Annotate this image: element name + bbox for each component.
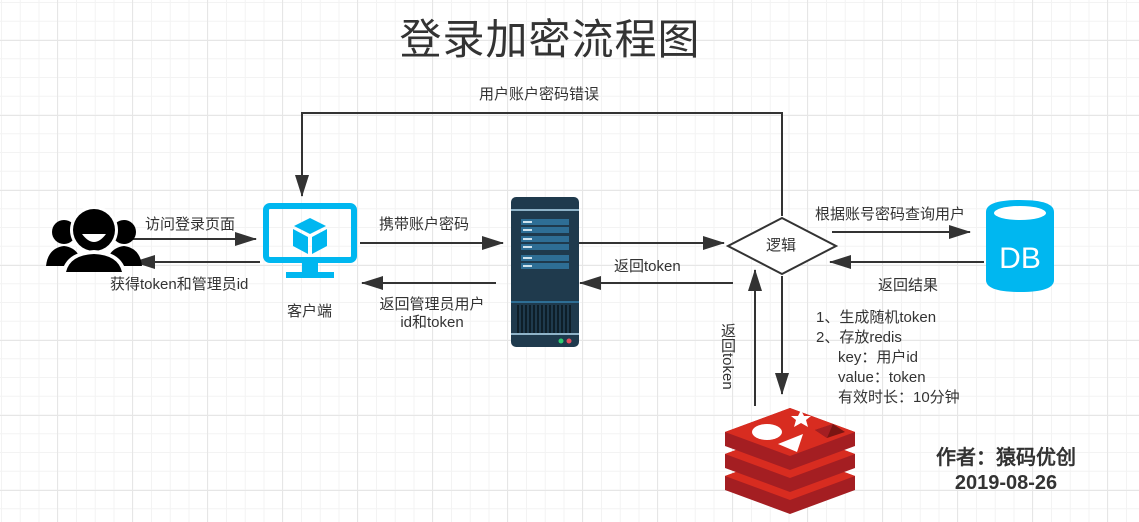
diagram-title: 登录加密流程图 xyxy=(399,16,701,63)
db-label: DB xyxy=(999,242,1041,275)
edge-label-return-result: 返回结果 xyxy=(878,277,939,294)
edge-label-carry-credentials: 携带账户密码 xyxy=(379,216,470,233)
edge-label-get-token: 获得token和管理员id xyxy=(110,276,249,293)
edge-label-return-token-redis: 返回token xyxy=(719,323,736,390)
step-1: 1、生成随机token xyxy=(816,309,937,326)
edge-wrong-credentials xyxy=(295,112,783,216)
step-ttl: 有效时长：10分钟 xyxy=(838,389,960,406)
db-node[interactable]: DB xyxy=(984,200,1056,292)
author-block: 作者：猿码优创 2019-08-26 xyxy=(928,446,1084,496)
users-node[interactable] xyxy=(44,202,144,274)
redis-steps-note: 1、生成随机token 2、存放redis key：用户id value：tok… xyxy=(816,308,960,408)
redis-logo-icon xyxy=(725,408,855,514)
server-node[interactable] xyxy=(511,197,579,347)
redis-node[interactable] xyxy=(723,402,857,516)
logic-node[interactable]: 逻辑 xyxy=(725,216,839,276)
server-rack-icon xyxy=(511,197,579,347)
monitor-cube-icon xyxy=(263,203,357,278)
client-label: 客户端 xyxy=(287,303,333,320)
edge-label-return-admin: 返回管理员用户 id和token xyxy=(375,296,489,332)
step-2: 2、存放redis xyxy=(816,329,902,346)
step-value: value：token xyxy=(838,369,926,386)
author-date: 2019-08-26 xyxy=(954,472,1058,494)
database-cylinder-icon: DB xyxy=(986,200,1054,292)
edge-label-wrong-credentials: 用户账户密码错误 xyxy=(479,86,600,103)
client-node[interactable] xyxy=(262,202,358,294)
edge-label-visit-login: 访问登录页面 xyxy=(145,216,236,233)
edge-label-return-token-server: 返回token xyxy=(614,258,681,275)
author-name: 作者：猿码优创 xyxy=(936,447,1076,469)
logic-label: 逻辑 xyxy=(766,237,797,254)
users-group-icon xyxy=(46,206,142,272)
edge-label-return-admin-line1: 返回管理员用户 xyxy=(379,296,485,313)
decision-diamond-shape xyxy=(725,216,839,276)
edge-label-query-user: 根据账号密码查询用户 xyxy=(815,206,966,223)
edge-label-return-admin-line2: id和token xyxy=(400,314,464,331)
step-key: key：用户id xyxy=(838,349,919,366)
